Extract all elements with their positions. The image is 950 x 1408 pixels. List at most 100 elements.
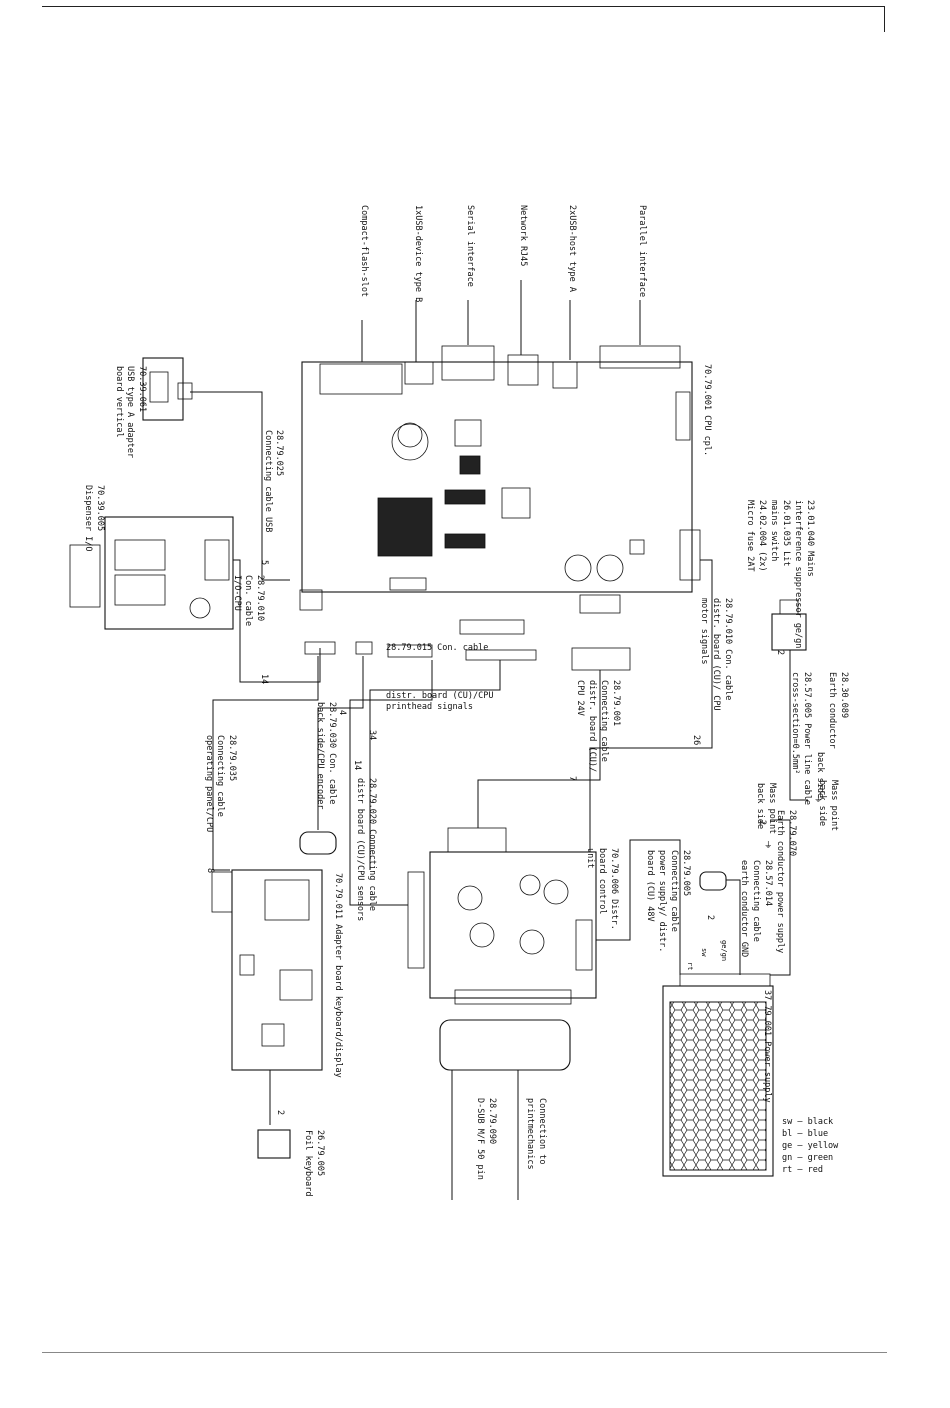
cable-printhead xyxy=(369,660,501,870)
wire-count-2-psu: 2 xyxy=(705,915,715,920)
ground-symbol-1: ⏚ xyxy=(764,841,773,851)
foil-keyboard xyxy=(257,1129,291,1159)
color-legend: sw – black bl – blue ge – yellow gn – gr… xyxy=(782,1117,839,1175)
label-cable-usb-name: Connecting cable USB xyxy=(263,430,273,532)
label-foil-name: Foil keyboard xyxy=(303,1130,313,1197)
label-serial: Serial interface xyxy=(465,205,475,287)
encoder-plug xyxy=(299,831,337,855)
label-psu48-part: 28.79.005 xyxy=(681,850,691,896)
label-cpu24-part: 28.79.001 xyxy=(611,680,621,726)
label-op-part: 28.79.035 xyxy=(227,735,237,781)
wire-count-4: 4 xyxy=(337,710,347,715)
cable-encoder xyxy=(317,656,364,830)
label-cable-io-name1: Con. cable xyxy=(243,575,253,626)
wire-count-34: 34 xyxy=(367,730,377,740)
label-motor-2: distr. board (CU)/ CPU xyxy=(711,598,721,711)
label-mains-5: 24.02.004 (2x) xyxy=(757,500,767,572)
usb-adapter-board xyxy=(142,357,193,421)
label-power-line-1: 28.57.005 Power line cable xyxy=(802,672,812,805)
label-printmech-2: printmechanics xyxy=(525,1098,535,1170)
wire-label-rt: rt xyxy=(686,962,694,970)
label-distr-part: 70.79.006 Distr. xyxy=(609,848,619,930)
label-usb-adapter-name: USB type A adapter xyxy=(125,366,135,458)
label-encoder-1: 28.79.030 Con. cable xyxy=(327,702,337,804)
adapter-keyboard-board xyxy=(211,869,323,1071)
label-cable-usb-part: 28.79.025 xyxy=(274,430,284,476)
wire-count-8: 8 xyxy=(205,868,215,873)
label-mains-2: interference suppressor ge/gn xyxy=(793,500,803,648)
label-usb-adapter-sub: board vertical xyxy=(114,366,124,438)
label-cpu: 70.79.001 CPU cpl. xyxy=(702,364,712,456)
label-cpu24-name3: CPU 24V xyxy=(575,680,585,716)
wire-count-14a: 14 xyxy=(259,674,269,684)
label-earth-psu-name: Earth conductor power supply xyxy=(775,810,785,953)
legend-sw: sw – black xyxy=(782,1117,833,1127)
cable-earth-gnd xyxy=(720,879,741,975)
page-bottom-rule xyxy=(42,1352,887,1353)
label-psu48-name2: power supply/ distr. xyxy=(657,850,667,952)
cable-psu-48v xyxy=(596,839,681,975)
label-printhead-2: distr. board (CU)/CPU xyxy=(386,691,493,701)
label-mass-b: back side xyxy=(755,783,765,829)
label-mains-4: mains switch xyxy=(769,500,779,561)
dsub-cable xyxy=(439,1019,571,1200)
label-cpu24-name2: distr. board (CU)/ xyxy=(587,680,597,772)
legend-bl: bl – blue xyxy=(782,1129,828,1139)
label-earth-psu-part: 28.79.070 xyxy=(787,810,797,856)
legend-gn: gn – green xyxy=(782,1153,833,1163)
earth-plug xyxy=(699,871,727,891)
wire-count-2-kbd: 2 xyxy=(275,1110,285,1115)
label-printhead-1: 28.79.015 Con. cable xyxy=(386,643,488,653)
label-earth-name: Earth conductor xyxy=(827,672,837,749)
cable-motor-signals xyxy=(589,559,713,940)
label-distr-name: board control xyxy=(597,848,607,915)
legend-ge: ge – yellow xyxy=(782,1141,839,1151)
label-cable-io-name2: I/O-CPU xyxy=(232,575,242,611)
connector-leaders xyxy=(361,280,641,362)
label-motor-3: motor signals xyxy=(699,598,709,665)
label-sensors-1: 28.79.020 Connecting cable xyxy=(367,778,377,911)
label-adapter-kbd: 70.79.011 Adapter board keyboard/display xyxy=(333,873,343,1078)
label-cable-io-part: 28.79.010 xyxy=(255,575,265,621)
distribution-board xyxy=(407,827,597,1005)
label-compact-flash: Compact-flash-slot xyxy=(359,205,369,297)
cable-sensors xyxy=(349,660,433,906)
label-dsub-part: 28.79.090 xyxy=(487,1098,497,1144)
cable-power-line xyxy=(789,650,808,801)
label-mass-c: Mass point xyxy=(829,780,839,831)
ground-symbol-2: ⏚ xyxy=(814,795,823,805)
label-earth-gnd-name1: Connecting cable xyxy=(751,860,761,942)
label-power-line-2: cross-section=0.5mm² xyxy=(790,672,800,774)
legend-rt: rt – red xyxy=(782,1165,823,1175)
label-op-name2: operating panel/CPU xyxy=(204,735,214,832)
label-psu: 37.79.001 Power supply xyxy=(762,990,772,1103)
label-mains-3: 26.01.035 Lit xyxy=(781,500,791,567)
wire-label-gegn: ge/gn xyxy=(720,940,728,961)
wire-count-14b: 14 xyxy=(352,760,362,770)
cable-usb xyxy=(190,391,290,581)
label-parallel: Parallel interface xyxy=(637,205,647,297)
label-psu48-name3: board (CU) 48V xyxy=(645,850,655,922)
label-earth-gnd-name2: earth conductor GND xyxy=(739,860,749,957)
label-earth-part: 28.30.089 xyxy=(839,672,849,718)
label-earth-side: back side xyxy=(815,752,825,798)
label-mains-1: 23.01.040 Mains xyxy=(805,500,815,577)
label-printmech-1: Connection to xyxy=(537,1098,547,1165)
label-op-name1: Connecting cable xyxy=(215,735,225,817)
mains-switch xyxy=(771,599,807,651)
cpu-bottom-plugs xyxy=(304,641,631,671)
label-mass-a: Mass point xyxy=(767,783,777,834)
label-dispenser-part: 70.39.005 xyxy=(95,485,105,531)
dispenser-io-board xyxy=(69,516,234,630)
wire-count-2-mains: 2 xyxy=(775,650,785,655)
wire-count-26: 26 xyxy=(691,735,701,745)
label-encoder-2: back side/CPU encoder xyxy=(315,702,325,809)
cable-cpu-24v xyxy=(477,670,601,828)
wire-count-7: 7 xyxy=(567,776,577,781)
page-top-rule xyxy=(42,6,884,7)
label-cpu24-name1: Connecting cable xyxy=(599,680,609,762)
label-distr-sub: unit xyxy=(585,848,595,868)
label-usb-host: 2xUSB-host type A xyxy=(567,205,577,292)
power-supply xyxy=(662,973,774,1177)
